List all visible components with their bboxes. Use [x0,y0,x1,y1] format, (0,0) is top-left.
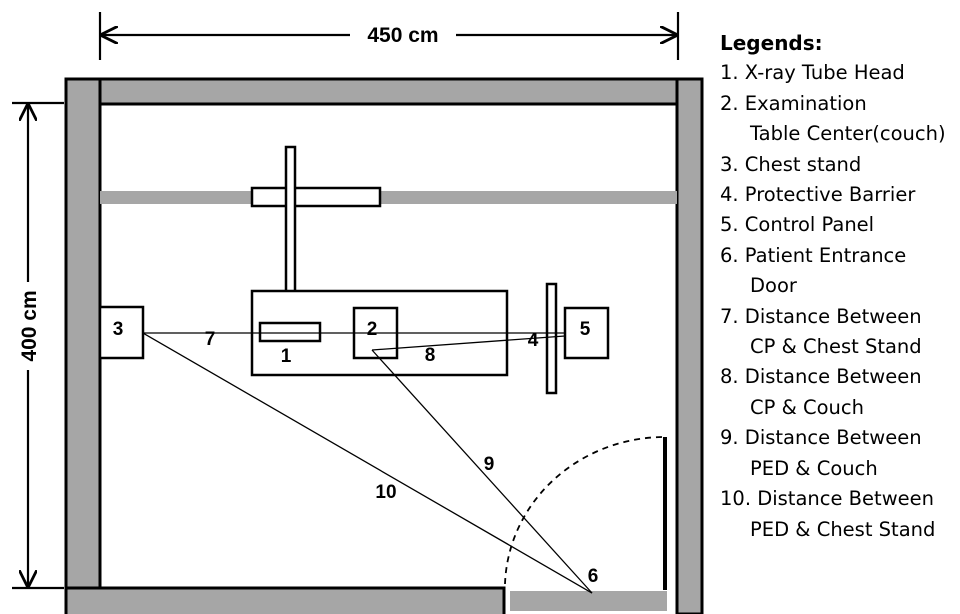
marker-1: 1 [281,346,292,367]
marker-8: 8 [425,345,436,366]
width-dimension: 450 cm [98,12,680,60]
marker-9: 9 [484,454,495,475]
legend-item: 1. X-ray Tube Head [720,61,905,85]
marker-2: 2 [367,319,378,340]
chest-stand [98,305,145,360]
door-swing-arc [504,436,666,585]
top-wall [64,77,704,106]
marker-6: 6 [588,566,599,587]
bottom-wall [64,586,506,614]
width-label: 450 cm [367,24,438,47]
marker-5: 5 [580,319,591,340]
legend-item: 5. Control Panel [720,213,875,237]
height-dimension: 400 cm [12,101,64,590]
legend-item: 3. Chest stand [720,152,862,176]
x-ray-tube-head [258,321,322,343]
protective-barrier [545,282,558,395]
ceiling-rail [100,191,677,204]
legend-title: Legends: [720,31,823,55]
left-wall [64,77,102,614]
distance-line-8 [371,335,566,351]
legend: Legends: 1. X-ray Tube Head 2. Examinati… [720,28,960,545]
marker-7: 7 [205,329,216,350]
marker-10: 10 [375,482,396,503]
room-walls [64,77,704,614]
legend-item: 4. Protective Barrier [720,183,916,207]
distance-line-10 [142,332,593,594]
marker-4: 4 [528,330,539,351]
marker-3: 3 [113,319,124,340]
tube-carriage [250,186,382,208]
right-wall [675,77,704,614]
door-threshold [510,591,667,611]
height-label: 400 cm [18,290,41,361]
distance-line-9 [371,349,593,594]
